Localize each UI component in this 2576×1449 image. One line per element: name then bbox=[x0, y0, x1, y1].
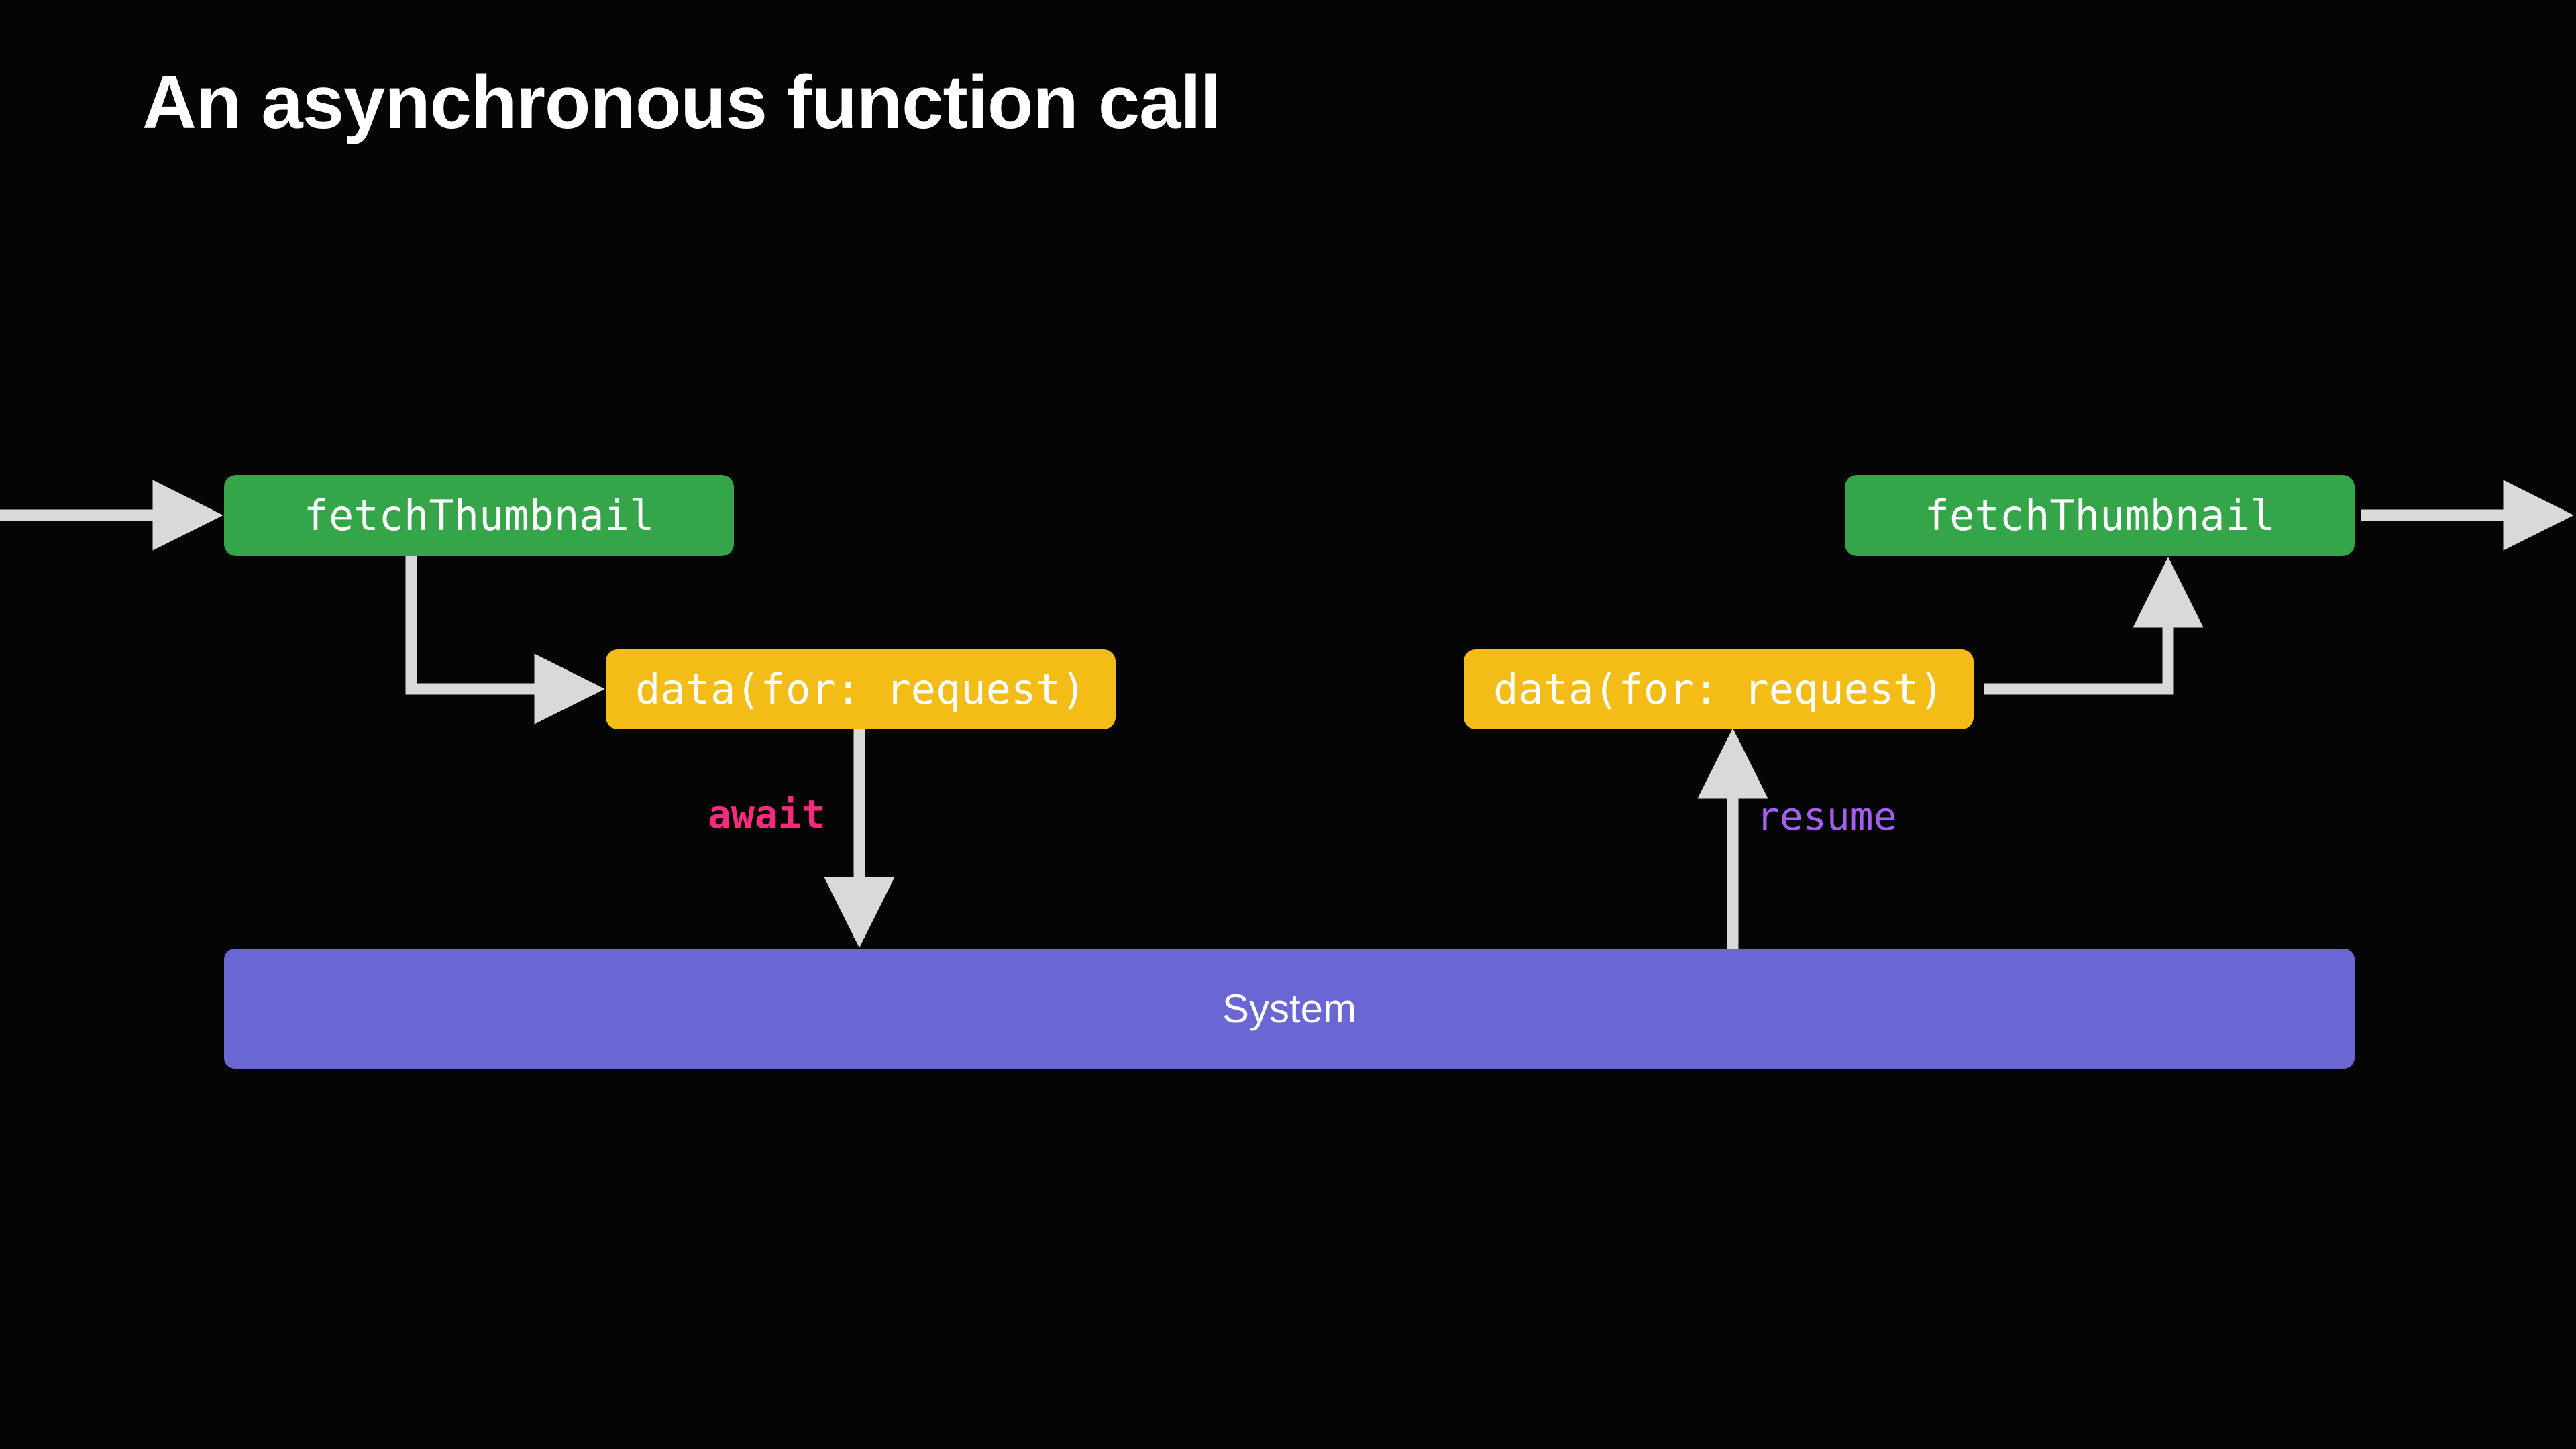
arrow-data-to-fetch-right bbox=[1984, 557, 2204, 695]
node-label: data(for: request) bbox=[1493, 665, 1944, 714]
node-label: fetchThumbnail bbox=[303, 491, 655, 540]
edge-label-resume: resume bbox=[1756, 794, 1897, 839]
edge-label-await: await bbox=[708, 792, 825, 837]
node-system-bar[interactable]: System bbox=[224, 949, 2355, 1069]
node-fetch-thumbnail-left[interactable]: fetchThumbnail bbox=[224, 475, 734, 556]
node-label: fetchThumbnail bbox=[1924, 491, 2275, 540]
node-label: System bbox=[1222, 986, 1357, 1031]
node-fetch-thumbnail-right[interactable]: fetchThumbnail bbox=[1845, 475, 2355, 556]
node-data-for-request-left[interactable]: data(for: request) bbox=[606, 649, 1116, 729]
arrow-fetch-to-data-left bbox=[405, 555, 605, 724]
page-title: An asynchronous function call bbox=[142, 60, 1222, 144]
node-label: data(for: request) bbox=[635, 665, 1086, 714]
node-data-for-request-right[interactable]: data(for: request) bbox=[1464, 649, 1974, 729]
